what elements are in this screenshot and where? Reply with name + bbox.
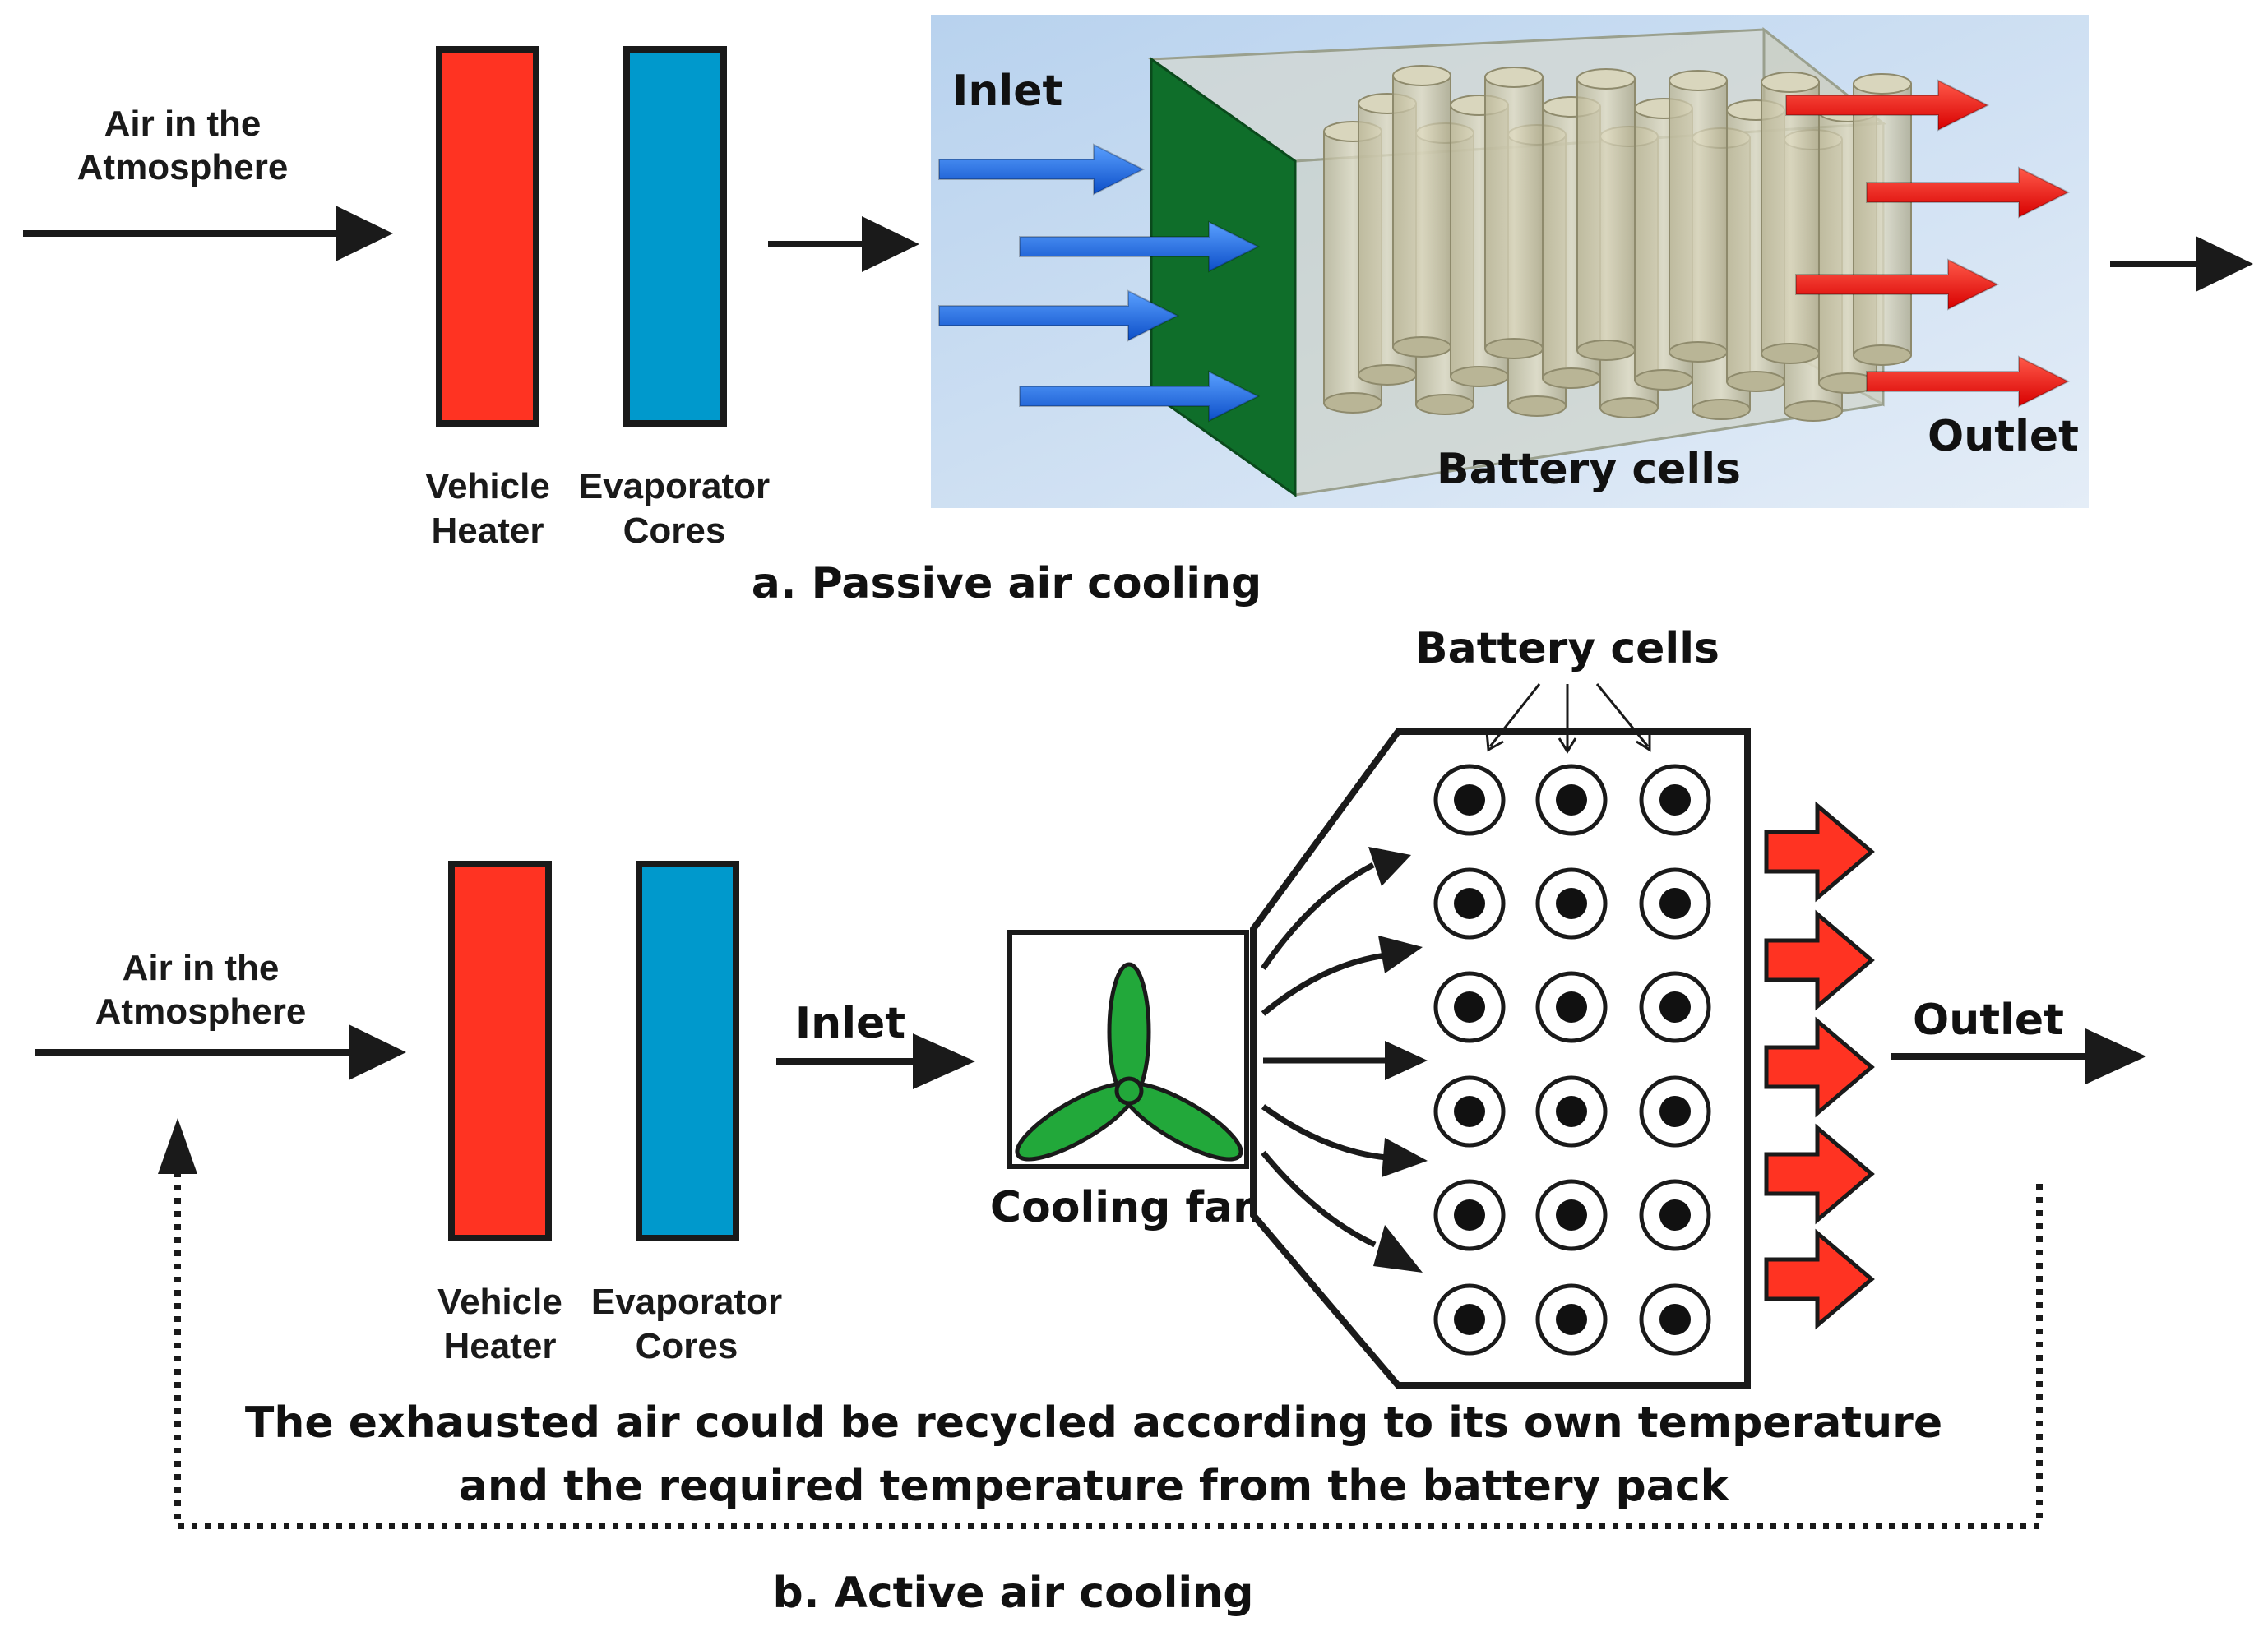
passive-heater-label-line2: Heater xyxy=(432,511,544,551)
active-battery-cell xyxy=(1639,1179,1711,1251)
active-section: Air in the Atmosphere Vehicle Heater Eva… xyxy=(35,624,2146,1618)
recycle-note-line2: and the required temperature from the ba… xyxy=(459,1462,1730,1511)
active-battery-label: Battery cells xyxy=(1415,624,1720,673)
inlet-air-arrow xyxy=(938,289,1180,342)
passive-inlet-arrows xyxy=(938,143,1261,423)
active-vehicle-heater xyxy=(448,861,552,1241)
inlet-air-arrow xyxy=(1019,370,1261,423)
active-battery-cell xyxy=(1639,1283,1711,1356)
passive-battery-label: Battery cells xyxy=(1437,445,1741,494)
passive-battery-cell xyxy=(1669,70,1728,363)
active-inlet-label: Inlet xyxy=(795,999,905,1048)
active-evaporator-cores xyxy=(636,861,739,1241)
passive-air-label-line1: Air in the xyxy=(104,104,262,144)
active-battery-cell xyxy=(1535,1179,1608,1251)
active-battery-pack-outline xyxy=(1250,728,1751,1389)
passive-battery-cell xyxy=(1853,73,1912,366)
passive-air-label-line2: Atmosphere xyxy=(77,147,289,187)
passive-battery-pack-render: Inlet Outlet Battery cells xyxy=(931,15,2089,508)
active-caption: b. Active air cooling xyxy=(773,1569,1254,1618)
passive-battery-cell xyxy=(1761,72,1820,364)
passive-evaporator-cores xyxy=(623,46,727,427)
active-air-label-line1: Air in the xyxy=(123,948,280,988)
passive-heater-label-line1: Vehicle xyxy=(425,466,550,506)
active-battery-cell xyxy=(1535,971,1608,1043)
active-battery-cell xyxy=(1639,867,1711,940)
recycle-note-line1: The exhausted air could be recycled acco… xyxy=(245,1398,1942,1448)
active-air-label-line2: Atmosphere xyxy=(95,991,307,1032)
passive-caption: a. Passive air cooling xyxy=(752,559,1262,608)
active-outlet-arrow xyxy=(1891,1028,2146,1084)
outlet-air-arrow xyxy=(1866,166,2071,219)
active-atmosphere-arrow xyxy=(35,1024,406,1080)
active-evap-label-line2: Cores xyxy=(636,1326,738,1366)
fan-icon xyxy=(1015,962,1243,1162)
recycle-arrowhead xyxy=(158,1118,197,1174)
active-battery-cell xyxy=(1535,1283,1608,1356)
exhaust-air-arrow xyxy=(1764,1228,1875,1330)
passive-atmosphere-arrow xyxy=(23,206,393,261)
passive-evap-label-line2: Cores xyxy=(623,511,726,551)
active-battery-cell xyxy=(1535,764,1608,836)
active-outlet-label: Outlet xyxy=(1913,996,2064,1045)
exhaust-air-arrow xyxy=(1764,909,1875,1011)
passive-battery-cell xyxy=(1484,67,1544,359)
passive-inlet-connector-arrow xyxy=(768,216,919,272)
active-battery-cell xyxy=(1639,1075,1711,1148)
recycle-loop xyxy=(158,1118,2043,1529)
outlet-air-arrow xyxy=(1785,79,1990,132)
inlet-face xyxy=(1150,57,1297,497)
active-heater-label-line1: Vehicle xyxy=(437,1282,562,1322)
battery-cell-pointers xyxy=(1485,683,1651,754)
active-battery-cell xyxy=(1433,1179,1506,1251)
active-heater-label-line2: Heater xyxy=(444,1326,557,1366)
active-battery-cell-grid xyxy=(1433,764,1711,1356)
active-battery-cell xyxy=(1639,764,1711,836)
passive-outlet-label: Outlet xyxy=(1928,412,2079,461)
exhaust-air-arrow xyxy=(1764,1123,1875,1225)
active-outlet-arrows xyxy=(1764,801,1875,1330)
cooling-fan-label: Cooling fan xyxy=(990,1183,1263,1232)
exhaust-air-arrow xyxy=(1764,801,1875,903)
active-battery-cell xyxy=(1433,764,1506,836)
exhaust-air-arrow xyxy=(1764,1016,1875,1118)
outlet-air-arrow xyxy=(1866,355,2071,408)
passive-section: Air in the Atmosphere Vehicle Heater Eva… xyxy=(23,15,2253,608)
passive-battery-cell xyxy=(1392,65,1451,358)
passive-battery-cell xyxy=(1576,68,1636,361)
passive-outlet-arrows xyxy=(1785,79,2071,408)
active-battery-cell xyxy=(1433,1075,1506,1148)
cooling-fan xyxy=(1007,930,1249,1169)
active-battery-cell xyxy=(1535,1075,1608,1148)
active-battery-cell xyxy=(1433,867,1506,940)
active-battery-cell xyxy=(1433,971,1506,1043)
fan-airflow-arrows xyxy=(1261,847,1428,1273)
active-battery-cell xyxy=(1433,1283,1506,1356)
active-battery-cell xyxy=(1535,867,1608,940)
inlet-air-arrow xyxy=(1019,220,1261,273)
passive-exit-arrow xyxy=(2110,236,2253,292)
passive-battery-cell-group xyxy=(1323,65,1912,422)
inlet-air-arrow xyxy=(938,143,1146,196)
active-battery-cell xyxy=(1639,971,1711,1043)
passive-vehicle-heater xyxy=(436,46,539,427)
passive-inlet-label: Inlet xyxy=(952,67,1062,116)
active-evap-label-line1: Evaporator xyxy=(591,1282,782,1322)
passive-evap-label-line1: Evaporator xyxy=(579,466,770,506)
outlet-air-arrow xyxy=(1795,258,2000,311)
active-inlet-arrow xyxy=(776,1033,975,1089)
